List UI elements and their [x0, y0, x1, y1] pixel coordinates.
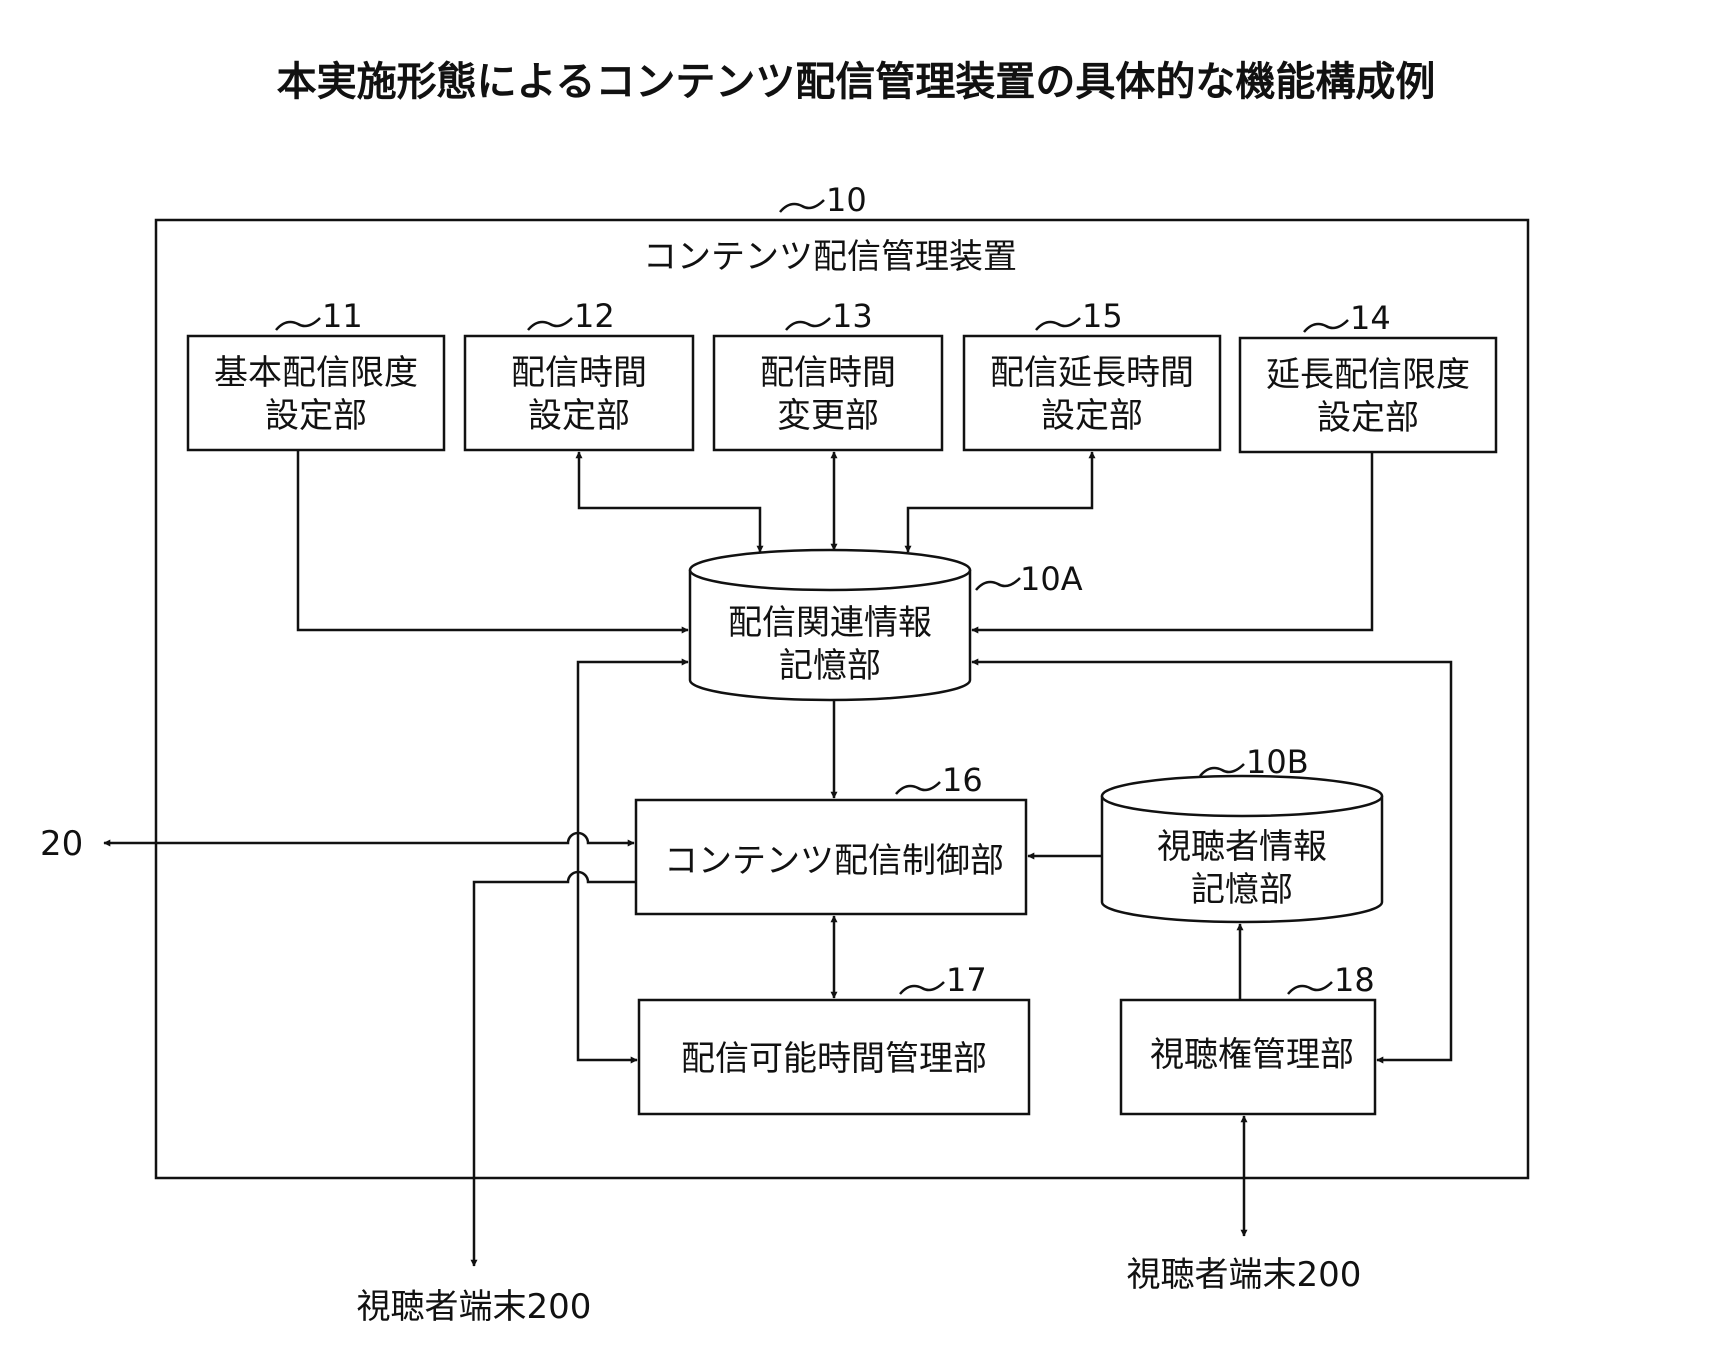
viewing-rights-management-unit: 視聴権管理部	[1119, 998, 1377, 1116]
ref-10b: 10B	[1246, 743, 1309, 781]
arrow-10a-17-loop	[576, 658, 689, 1064]
arrow-10a-18-loop	[971, 658, 1453, 1064]
arrow-20-16	[103, 831, 635, 847]
external-ref-20: 20	[40, 824, 83, 864]
arrow-16-to-viewer-left	[470, 870, 636, 1267]
arrow-11-to-10a	[296, 450, 689, 634]
ref-16: 16	[942, 761, 983, 799]
extension-delivery-limit-setting-unit: 延長配信限度 設定部	[1238, 336, 1498, 454]
ref-leader-13	[785, 317, 831, 331]
unit15-line2: 設定部	[1041, 396, 1143, 436]
ref-leader-11	[275, 317, 321, 331]
db10b-line1: 視聴者情報	[1157, 827, 1327, 867]
delivery-time-change-unit: 配信時間 変更部	[712, 334, 944, 452]
delivery-extension-time-setting-unit: 配信延長時間 設定部	[962, 334, 1222, 452]
basic-delivery-limit-setting-unit: 基本配信限度 設定部	[186, 334, 446, 452]
unit12-line2: 設定部	[528, 396, 630, 436]
unit11-line2: 設定部	[265, 396, 367, 436]
unit14-line2: 設定部	[1317, 398, 1419, 438]
ref-leader-15	[1035, 317, 1081, 331]
ref-12: 12	[574, 297, 615, 335]
ref-10a: 10A	[1020, 560, 1083, 598]
unit11-line1: 基本配信限度	[214, 353, 418, 393]
viewer-terminal-right: 視聴者端末200	[1127, 1255, 1362, 1295]
ref-13: 13	[832, 297, 873, 335]
arrow-12-10a	[575, 451, 764, 553]
viewer-terminal-left: 視聴者端末200	[357, 1287, 592, 1327]
ref-leader-10	[779, 199, 825, 213]
ref-leader-16	[895, 781, 941, 795]
delivery-info-storage-cylinder: 配信関連情報 記憶部	[688, 548, 972, 702]
unit14-line1: 延長配信限度	[1266, 355, 1470, 395]
arrow-14-to-10a	[971, 452, 1374, 634]
ref-leader-10a	[975, 577, 1021, 591]
deliverable-time-management-unit: 配信可能時間管理部	[637, 998, 1031, 1116]
content-delivery-control-unit: コンテンツ配信制御部	[634, 798, 1028, 916]
ref-14: 14	[1350, 299, 1391, 337]
ref-18: 18	[1334, 961, 1375, 999]
content-delivery-manager-label: コンテンツ配信管理装置	[643, 237, 1017, 277]
viewer-info-storage-cylinder: 視聴者情報 記憶部	[1100, 774, 1384, 924]
ref-15: 15	[1082, 297, 1123, 335]
unit13-line2: 変更部	[777, 396, 879, 436]
unit17-label: 配信可能時間管理部	[681, 1039, 987, 1079]
db10b-line2: 記憶部	[1191, 870, 1293, 910]
db10a-line1: 配信関連情報	[728, 603, 932, 643]
ref-leader-14	[1303, 319, 1349, 333]
delivery-time-setting-unit: 配信時間 設定部	[463, 334, 695, 452]
ref-11: 11	[322, 297, 363, 335]
ref-17: 17	[946, 961, 987, 999]
db10a-line2: 記憶部	[779, 646, 881, 686]
ref-leader-17	[899, 981, 945, 995]
ref-10: 10	[826, 181, 867, 219]
arrow-15-10a	[904, 451, 1096, 553]
unit13-line1: 配信時間	[760, 353, 896, 393]
unit18-label: 視聴権管理部	[1150, 1035, 1354, 1075]
unit12-line1: 配信時間	[511, 353, 647, 393]
unit15-line1: 配信延長時間	[990, 353, 1194, 393]
unit16-label: コンテンツ配信制御部	[664, 841, 1004, 881]
ref-leader-12	[527, 317, 573, 331]
figure-title: 本実施形態によるコンテンツ配信管理装置の具体的な機能構成例	[277, 59, 1436, 105]
